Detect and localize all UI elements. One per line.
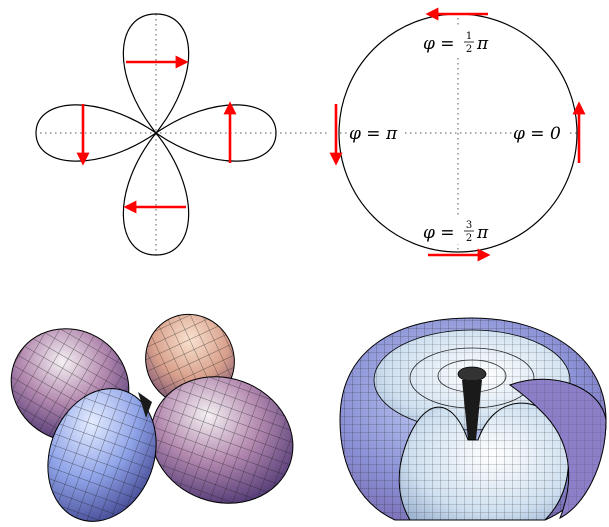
circle-plot: φ = 1 2 π φ = π φ = 0 φ = 3 2 π (329, 7, 586, 262)
label-phi-half-pi: φ = 1 2 π (423, 31, 489, 55)
clover-lobe-top (122, 13, 190, 134)
torus-3d-surface (339, 317, 607, 521)
clover-3d-surface (10, 313, 294, 522)
svg-text:φ =: φ = (423, 223, 455, 243)
label-phi-zero: φ = 0 (513, 124, 561, 144)
svg-text:φ =: φ = (423, 34, 455, 54)
label-phi-pi: φ = π (349, 124, 398, 144)
clover-plot (35, 13, 330, 256)
clover-lobe-left (35, 104, 158, 162)
clover-lobe-bottom (122, 132, 190, 256)
svg-text:3: 3 (466, 220, 472, 231)
svg-text:2: 2 (466, 233, 472, 244)
svg-text:π: π (476, 223, 489, 243)
svg-text:1: 1 (466, 31, 472, 42)
svg-text:π: π (476, 34, 489, 54)
label-phi-three-half-pi: φ = 3 2 π (423, 220, 489, 244)
svg-text:2: 2 (466, 44, 472, 55)
clover-lobe-right (154, 104, 277, 162)
